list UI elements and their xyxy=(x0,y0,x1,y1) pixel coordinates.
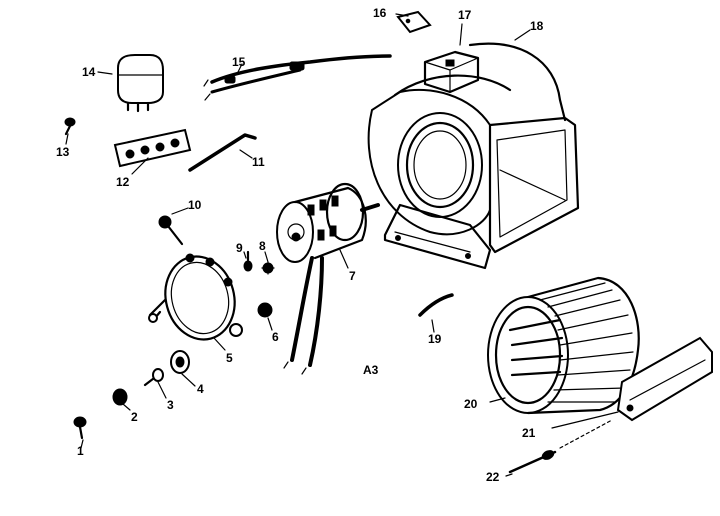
spacer-3 xyxy=(143,368,164,387)
part-label-3: 3 xyxy=(167,398,174,412)
blower-motor xyxy=(276,182,380,375)
part-label-15: 15 xyxy=(232,55,246,69)
motor-mount-ring xyxy=(148,253,243,341)
leader-lines xyxy=(65,13,619,477)
relay xyxy=(117,54,164,113)
part-label-7: 7 xyxy=(349,269,356,283)
terminal-strip xyxy=(113,128,192,168)
part-label-13: 13 xyxy=(56,145,70,159)
part-label-10: 10 xyxy=(188,198,202,212)
part-label-2: 2 xyxy=(131,410,138,424)
part-label-4: 4 xyxy=(197,382,204,396)
part-label-9: 9 xyxy=(236,241,243,255)
part-number-labels: 1 2 3 4 5 6 7 8 9 10 11 12 13 14 15 16 1… xyxy=(56,6,544,484)
screw-13 xyxy=(64,117,76,136)
part-label-17: 17 xyxy=(458,8,472,22)
terminal-box xyxy=(423,50,480,94)
screw-1 xyxy=(73,416,87,440)
cover-plate xyxy=(396,10,432,34)
nut-9 xyxy=(243,250,253,272)
part-label-18: 18 xyxy=(530,19,544,33)
grommet-6 xyxy=(257,302,273,318)
part-label-8: 8 xyxy=(259,239,266,253)
part-label-6: 6 xyxy=(272,330,279,344)
part-label-16: 16 xyxy=(373,6,387,20)
part-label-11: 11 xyxy=(252,155,265,169)
part-label-21: 21 xyxy=(522,426,536,440)
shaft-bolt xyxy=(508,419,613,474)
bolt-10 xyxy=(158,215,184,246)
mounting-strap xyxy=(188,133,257,172)
cutoff-plate xyxy=(616,336,713,422)
part-label-12: 12 xyxy=(116,175,130,189)
part-label-1: 1 xyxy=(77,444,84,458)
nut-8 xyxy=(261,261,275,275)
wire-clip xyxy=(418,293,454,317)
blower-housing xyxy=(367,42,580,270)
diagram-label: A3 xyxy=(363,363,379,377)
part-label-22: 22 xyxy=(486,470,500,484)
part-label-14: 14 xyxy=(82,65,96,79)
blower-wheel xyxy=(487,276,640,415)
wire-harness xyxy=(203,54,392,101)
part-label-5: 5 xyxy=(226,351,233,365)
bushing-4 xyxy=(170,350,190,374)
part-label-20: 20 xyxy=(464,397,478,411)
nut-2 xyxy=(112,388,128,406)
part-label-19: 19 xyxy=(428,332,442,346)
